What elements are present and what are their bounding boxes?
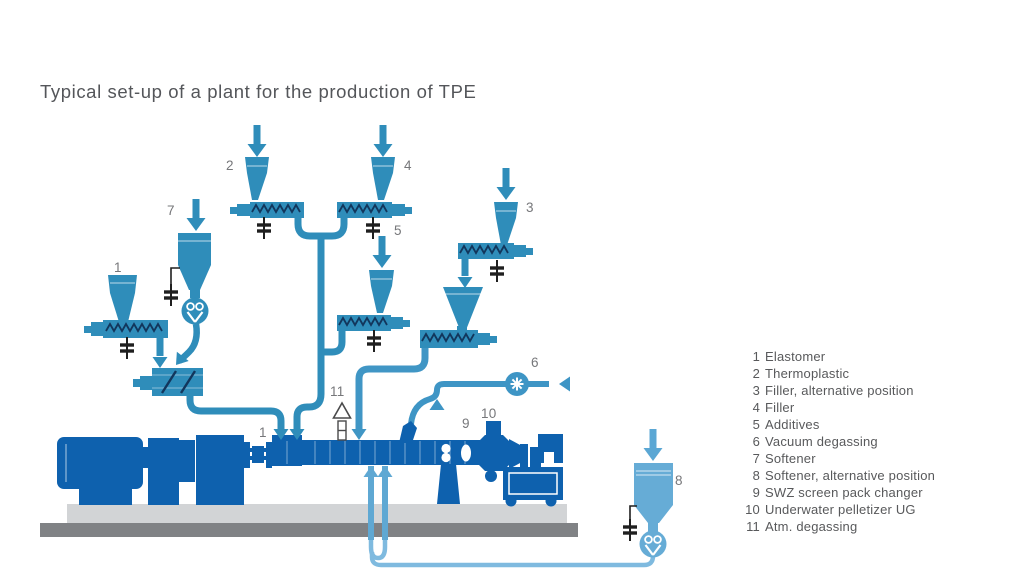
extrusion-line: [57, 421, 563, 507]
softener-tank-7: [178, 233, 211, 298]
screw-feeder-3: [458, 243, 533, 259]
valve-1-icon: [118, 335, 136, 361]
screen-changer-body: [479, 435, 509, 471]
hoppers: [108, 157, 518, 334]
gear-pump-8-icon: [638, 529, 668, 559]
process-pipes: [156, 210, 469, 430]
pipe-main-stem: [293, 233, 325, 430]
label-2: 2: [226, 158, 234, 173]
diagram-labels: 1 2 3 4 5 6 7 8 9 10 11 1: [114, 158, 683, 488]
hopper-2: [245, 157, 269, 200]
page-title: Typical set-up of a plant for the produc…: [40, 81, 477, 102]
label-3: 3: [526, 200, 534, 215]
label-1-hopper: 1: [114, 260, 122, 275]
motor-pedestal: [79, 489, 132, 505]
degassing-dome: [399, 421, 417, 443]
label-7: 7: [167, 203, 175, 218]
hopper-3: [494, 202, 518, 245]
screw-feeders: [84, 202, 533, 396]
gearbox-block-2: [196, 435, 244, 505]
pelletizer-cart: [503, 467, 563, 507]
pipe-filler-line: [355, 344, 429, 430]
screen-pack-icon: [441, 443, 471, 463]
side-feeder: [133, 368, 203, 396]
pelletizer-head: [530, 447, 541, 468]
water-inlet-arrows: [363, 466, 393, 477]
valve-7-icon: [162, 282, 180, 308]
atm-vent-icon: [332, 401, 352, 441]
valve-3-icon: [488, 258, 506, 284]
pipe-pump7-out: [177, 323, 200, 364]
extruder-barrel: [300, 440, 480, 465]
screw-feeder-5: [337, 315, 410, 331]
screw-feeder-filler: [420, 330, 497, 348]
hopper-5: [369, 270, 394, 313]
barrel-support-leg: [437, 464, 460, 504]
gearbox-block-1: [148, 438, 179, 505]
filler-cone-hopper: [443, 287, 483, 334]
screw-feeder-1: [84, 320, 168, 338]
label-5: 5: [394, 223, 402, 238]
label-11: 11: [330, 384, 345, 399]
pipe-sidefeeder-out: [186, 392, 285, 430]
valve-4-icon: [364, 215, 382, 241]
label-1-inlet: 1: [259, 425, 267, 440]
shaft-coupling: [244, 442, 272, 468]
label-6: 6: [531, 355, 539, 370]
label-8: 8: [675, 473, 683, 488]
vacuum-pump-icon: [504, 371, 530, 397]
valve-5-icon: [365, 328, 383, 354]
valves: [118, 215, 639, 543]
vacuum-flow-arrow-right: [559, 376, 570, 392]
gear-pump-7-icon: [180, 296, 210, 326]
screw-feeder-2: [230, 202, 304, 218]
screw-feeder-4: [337, 202, 412, 218]
hopper-4: [371, 157, 395, 200]
pipe-additives-join: [324, 327, 346, 356]
die-nozzle: [509, 439, 522, 469]
drive-motor: [57, 437, 143, 489]
water-loop-pipe: [368, 466, 656, 568]
valve-2-icon: [255, 215, 273, 241]
label-9: 9: [462, 416, 470, 431]
machine-platform: [40, 504, 578, 537]
vacuum-degassing-line: [408, 381, 549, 425]
label-10: 10: [481, 406, 497, 421]
barrel-inlet-block: [272, 435, 302, 466]
softener-tank-8: [634, 463, 673, 533]
label-4: 4: [404, 158, 412, 173]
valve-8-icon: [621, 517, 639, 543]
hopper-1: [108, 275, 137, 322]
